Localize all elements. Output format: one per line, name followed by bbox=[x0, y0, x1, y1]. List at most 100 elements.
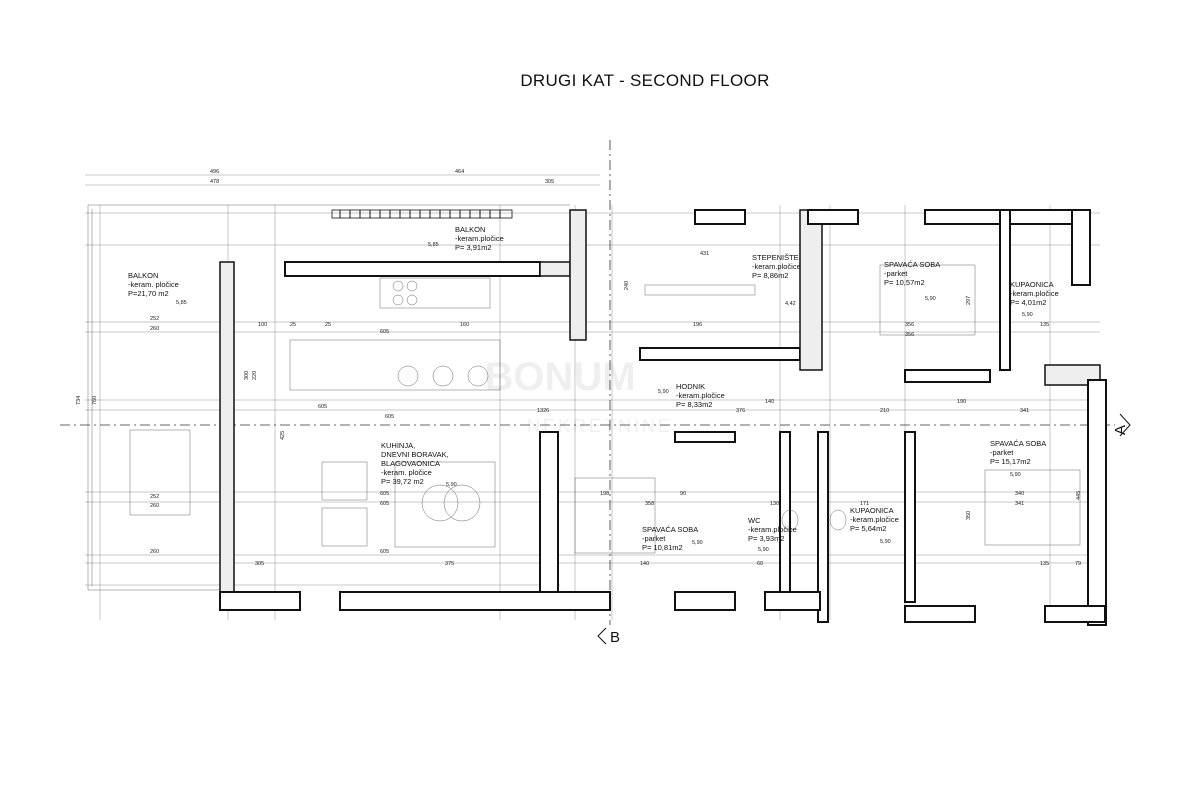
svg-text:BALKON: BALKON bbox=[128, 271, 158, 280]
svg-text:P= 3,93m2: P= 3,93m2 bbox=[748, 534, 784, 543]
svg-text:305: 305 bbox=[545, 179, 554, 185]
svg-text:260: 260 bbox=[150, 503, 159, 509]
svg-text:P= 8,33m2: P= 8,33m2 bbox=[676, 400, 712, 409]
svg-text:-keram.pločice: -keram.pločice bbox=[850, 515, 899, 524]
svg-text:140: 140 bbox=[640, 561, 649, 567]
svg-text:734: 734 bbox=[76, 396, 82, 405]
svg-text:340: 340 bbox=[1015, 491, 1024, 497]
svg-text:5,90: 5,90 bbox=[446, 482, 457, 488]
svg-text:SPAVAĆA SOBA: SPAVAĆA SOBA bbox=[642, 525, 698, 534]
svg-text:341: 341 bbox=[1020, 408, 1029, 414]
plan-title: DRUGI KAT - SECOND FLOOR bbox=[520, 71, 769, 90]
svg-text:260: 260 bbox=[150, 326, 159, 332]
svg-text:-keram.pločice: -keram.pločice bbox=[455, 234, 504, 243]
svg-text:KUHINJA,: KUHINJA, bbox=[381, 441, 415, 450]
room-kupaonica-2: KUPAONICA -keram.pločice P= 5,64m2 5,90 bbox=[850, 506, 899, 545]
svg-text:220: 220 bbox=[252, 371, 258, 380]
svg-text:356: 356 bbox=[905, 332, 914, 338]
svg-text:135: 135 bbox=[1040, 322, 1049, 328]
dimension-lines bbox=[85, 174, 1100, 620]
svg-text:5,85: 5,85 bbox=[428, 242, 439, 248]
svg-text:605: 605 bbox=[385, 414, 394, 420]
svg-text:4,42: 4,42 bbox=[785, 301, 796, 307]
svg-text:375: 375 bbox=[445, 561, 454, 567]
svg-text:B: B bbox=[610, 629, 620, 646]
svg-text:25: 25 bbox=[325, 322, 331, 328]
svg-text:300: 300 bbox=[244, 371, 250, 380]
svg-text:5,90: 5,90 bbox=[1010, 472, 1021, 478]
svg-text:90: 90 bbox=[680, 491, 686, 497]
svg-text:130: 130 bbox=[770, 501, 779, 507]
svg-text:198: 198 bbox=[600, 491, 609, 497]
svg-text:BALKON: BALKON bbox=[455, 225, 485, 234]
svg-text:WC: WC bbox=[748, 516, 761, 525]
walls bbox=[219, 209, 1107, 626]
svg-text:605: 605 bbox=[380, 501, 389, 507]
svg-text:P=21,70 m2: P=21,70 m2 bbox=[128, 289, 169, 298]
svg-text:-parket: -parket bbox=[642, 534, 666, 543]
svg-text:1326: 1326 bbox=[537, 408, 549, 414]
svg-text:140: 140 bbox=[765, 399, 774, 405]
svg-text:240: 240 bbox=[624, 281, 630, 290]
svg-text:171: 171 bbox=[860, 501, 869, 507]
room-spavaca-soba-3: SPAVAĆA SOBA -parket P= 15,17m2 5,90 bbox=[990, 439, 1046, 478]
watermark: BONUM bbox=[484, 355, 635, 399]
section-marker-b: B bbox=[597, 627, 620, 646]
svg-text:605: 605 bbox=[380, 549, 389, 555]
svg-text:STEPENIŠTE: STEPENIŠTE bbox=[752, 253, 799, 262]
svg-text:190: 190 bbox=[957, 399, 966, 405]
svg-text:-parket: -parket bbox=[990, 448, 1014, 457]
svg-text:25: 25 bbox=[290, 322, 296, 328]
svg-text:5,90: 5,90 bbox=[692, 540, 703, 546]
watermark-sub: NEKRETNINE bbox=[527, 416, 673, 436]
svg-text:5,90: 5,90 bbox=[880, 539, 891, 545]
svg-text:478: 478 bbox=[210, 179, 219, 185]
room-kuhinja: KUHINJA, DNEVNI BORAVAK, BLAGOVAONICA -k… bbox=[381, 441, 457, 488]
svg-text:P= 8,86m2: P= 8,86m2 bbox=[752, 271, 788, 280]
svg-text:496: 496 bbox=[210, 169, 219, 175]
svg-text:297: 297 bbox=[966, 296, 972, 305]
svg-text:100: 100 bbox=[258, 322, 267, 328]
svg-text:KUPAONICA: KUPAONICA bbox=[850, 506, 894, 515]
section-marker-a: A bbox=[1112, 413, 1131, 437]
svg-text:-keram.pločice: -keram.pločice bbox=[676, 391, 725, 400]
svg-text:464: 464 bbox=[455, 169, 464, 175]
svg-text:350: 350 bbox=[966, 511, 972, 520]
svg-text:210: 210 bbox=[880, 408, 889, 414]
svg-text:-keram.pločice: -keram.pločice bbox=[752, 262, 801, 271]
svg-text:605: 605 bbox=[380, 329, 389, 335]
svg-text:341: 341 bbox=[1015, 501, 1024, 507]
room-hodnik: HODNIK -keram.pločice P= 8,33m2 5,90 bbox=[658, 382, 725, 409]
room-wc: WC -keram.pločice P= 3,93m2 5,90 bbox=[748, 516, 797, 553]
svg-text:5,90: 5,90 bbox=[925, 296, 936, 302]
svg-text:P= 3,91m2: P= 3,91m2 bbox=[455, 243, 491, 252]
room-spavaca-soba-1: SPAVAĆA SOBA -parket P= 10,57m2 5,90 bbox=[884, 260, 940, 302]
room-spavaca-soba-2: SPAVAĆA SOBA -parket P= 10,81m2 5,90 bbox=[642, 525, 703, 552]
svg-text:-keram.pločice: -keram.pločice bbox=[748, 525, 797, 534]
svg-text:P= 4,01m2: P= 4,01m2 bbox=[1010, 298, 1046, 307]
svg-text:260: 260 bbox=[150, 549, 159, 555]
svg-text:-keram. pločice: -keram. pločice bbox=[128, 280, 179, 289]
svg-text:425: 425 bbox=[280, 431, 286, 440]
svg-text:5,90: 5,90 bbox=[658, 389, 669, 395]
svg-text:196: 196 bbox=[693, 322, 702, 328]
svg-text:P= 5,64m2: P= 5,64m2 bbox=[850, 524, 886, 533]
balcony-railing bbox=[331, 209, 513, 219]
svg-text:P= 39,72 m2: P= 39,72 m2 bbox=[381, 477, 424, 486]
svg-text:605: 605 bbox=[318, 404, 327, 410]
svg-text:79: 79 bbox=[1075, 561, 1081, 567]
furniture bbox=[129, 264, 1081, 554]
svg-text:356: 356 bbox=[905, 322, 914, 328]
room-kupaonica-1: KUPAONICA -keram.pločice P= 4,01m2 5,90 bbox=[1010, 280, 1059, 318]
room-balkon-left: BALKON -keram. pločice P=21,70 m2 5,85 bbox=[128, 271, 187, 306]
svg-text:-keram. pločice: -keram. pločice bbox=[381, 468, 432, 477]
svg-text:KUPAONICA: KUPAONICA bbox=[1010, 280, 1054, 289]
svg-text:HODNIK: HODNIK bbox=[676, 382, 705, 391]
svg-text:760: 760 bbox=[92, 396, 98, 405]
svg-text:-parket: -parket bbox=[884, 269, 908, 278]
room-stepeniste: STEPENIŠTE -keram.pločice P= 8,86m2 4,42 bbox=[752, 253, 801, 307]
svg-text:DNEVNI BORAVAK,: DNEVNI BORAVAK, bbox=[381, 450, 449, 459]
svg-text:P= 15,17m2: P= 15,17m2 bbox=[990, 457, 1031, 466]
svg-text:431: 431 bbox=[700, 251, 709, 257]
